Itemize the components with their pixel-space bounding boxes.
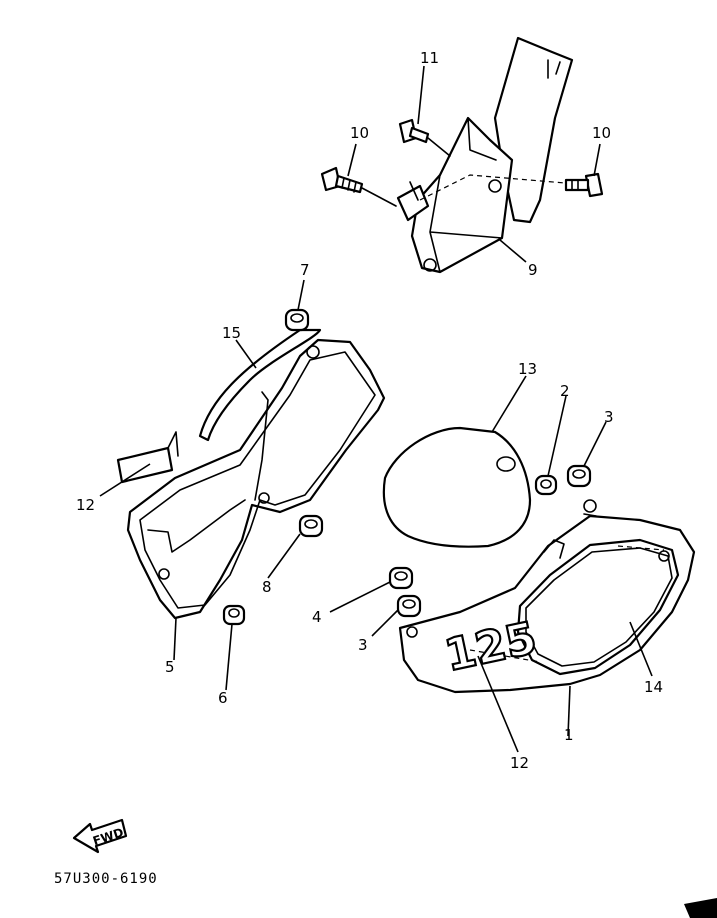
grommet-8 <box>298 514 324 538</box>
bolt-11 <box>398 118 451 157</box>
left-side-cover-part-5 <box>126 328 386 620</box>
callout-10-left: 10 <box>350 124 369 142</box>
grommet-6 <box>222 604 246 626</box>
fwd-arrow-icon: FWD <box>72 818 128 854</box>
bracket-assembly-part-9 <box>396 36 574 274</box>
part-code: 57U300-6190 <box>54 871 158 887</box>
callout-3-top: 3 <box>604 408 614 426</box>
callout-9: 9 <box>528 261 538 279</box>
right-side-cover-part-1: 125 <box>398 499 696 694</box>
callout-3-bottom: 3 <box>358 636 368 654</box>
callout-6: 6 <box>218 689 228 707</box>
callout-5: 5 <box>165 658 175 676</box>
grommet-2 <box>534 474 558 496</box>
callout-12-left: 12 <box>76 496 95 514</box>
callout-14: 14 <box>644 678 663 696</box>
callout-2: 2 <box>560 382 570 400</box>
callout-8: 8 <box>262 578 272 596</box>
bolt-10-right <box>564 172 604 198</box>
corner-mark-icon <box>684 898 717 918</box>
grommet-3-top <box>566 464 592 488</box>
bolt-10-left <box>320 166 397 207</box>
callout-15: 15 <box>222 324 241 342</box>
callout-11: 11 <box>420 49 439 67</box>
callout-4: 4 <box>312 608 322 626</box>
callouts: 11 10 10 9 7 15 13 2 3 12 8 4 3 5 14 6 1… <box>76 49 663 772</box>
grommet-3-bottom <box>396 594 422 618</box>
callout-7: 7 <box>300 261 310 279</box>
callout-13: 13 <box>518 360 537 378</box>
callout-10-right: 10 <box>592 124 611 142</box>
callout-1: 1 <box>564 726 574 744</box>
leader-lines <box>99 65 653 753</box>
grommet-7 <box>284 308 310 332</box>
grommet-4 <box>388 566 414 590</box>
callout-12-right: 12 <box>510 754 529 772</box>
cover-plate-part-13 <box>382 426 532 548</box>
decal-part-12-left <box>116 431 179 484</box>
